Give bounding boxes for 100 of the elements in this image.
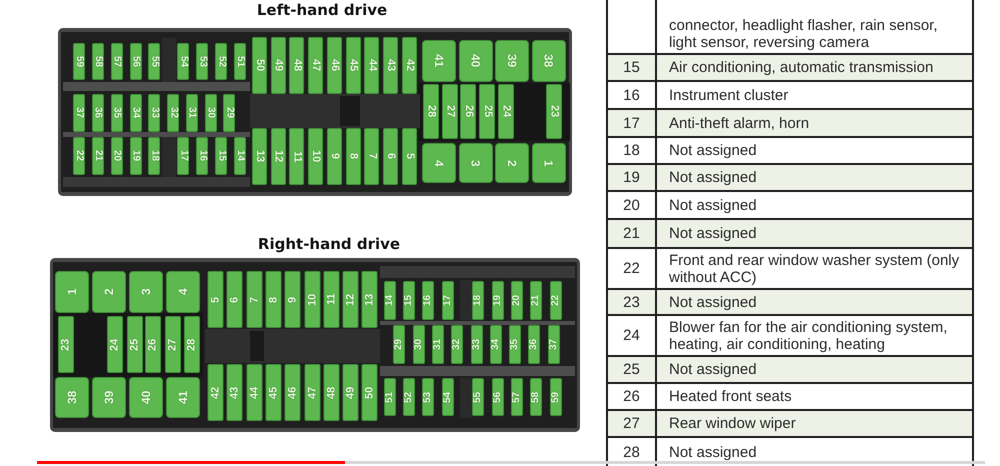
fuse: 39 bbox=[92, 377, 126, 418]
fuse-function: Front and rear window washer system (only without ACC) bbox=[657, 249, 972, 288]
fuse: 36 bbox=[92, 94, 104, 132]
fuse-number: 16 bbox=[608, 82, 655, 108]
fuse: 1 bbox=[55, 271, 89, 313]
fuse: 35 bbox=[110, 94, 123, 132]
fuse-function: Not assigned bbox=[657, 357, 972, 382]
fuse: 3 bbox=[129, 271, 163, 313]
fuse: 55 bbox=[472, 378, 484, 416]
fuse-number: 23 bbox=[608, 290, 655, 314]
fuse: 54 bbox=[442, 378, 454, 416]
fuse: 49 bbox=[343, 364, 359, 421]
fuse: 38 bbox=[55, 377, 89, 418]
fuse: 24 bbox=[498, 84, 514, 139]
fuse: 21 bbox=[92, 137, 104, 175]
fuse: 34 bbox=[130, 94, 142, 132]
section-heading: Left-hand drive bbox=[256, 2, 388, 19]
fuse-function: Not assigned bbox=[657, 192, 972, 218]
fuse: 9 bbox=[326, 128, 342, 185]
fuse: 8 bbox=[346, 128, 361, 185]
fuse: 28 bbox=[184, 316, 200, 373]
fuse: 11 bbox=[324, 271, 340, 328]
fuse: 29 bbox=[393, 325, 406, 364]
fuse: 23 bbox=[58, 316, 74, 373]
fuse-function: Heated front seats bbox=[657, 384, 972, 409]
fuse: 13 bbox=[362, 271, 378, 328]
fuse: 46 bbox=[326, 37, 342, 94]
fuse-function: Instrument cluster bbox=[657, 82, 972, 108]
fuse: 45 bbox=[346, 37, 361, 94]
fuse: 15 bbox=[403, 281, 416, 320]
fuse: 8 bbox=[266, 271, 282, 328]
fuse: 43 bbox=[383, 37, 398, 94]
fuse: 19 bbox=[130, 137, 142, 175]
fuse: 32 bbox=[167, 94, 180, 132]
fuse: 11 bbox=[289, 128, 304, 185]
fuse: 22 bbox=[73, 137, 85, 175]
fuse: 40 bbox=[129, 377, 163, 418]
fuse: 3 bbox=[458, 143, 492, 183]
fuse-number: 22 bbox=[608, 249, 655, 288]
section-heading: Right-hand drive bbox=[258, 236, 400, 253]
fuse: 36 bbox=[528, 325, 540, 364]
fuse-function: Not assigned bbox=[657, 138, 972, 163]
fuse: 44 bbox=[364, 37, 380, 94]
fuse: 51 bbox=[234, 43, 246, 80]
fuse: 31 bbox=[186, 94, 198, 132]
fuse: 53 bbox=[196, 43, 208, 80]
fuse: 13 bbox=[252, 128, 267, 185]
fuse: 18 bbox=[148, 137, 160, 175]
fuse: 16 bbox=[422, 281, 434, 320]
fuse: 2 bbox=[92, 271, 126, 313]
fuse: 14 bbox=[384, 281, 396, 320]
fuse: 33 bbox=[148, 94, 160, 132]
fuse-number: 26 bbox=[608, 384, 655, 409]
fuse-function: Anti-theft alarm, horn bbox=[657, 110, 972, 136]
fuse-number: 18 bbox=[608, 138, 655, 163]
fuse: 55 bbox=[148, 43, 160, 80]
fuse: 53 bbox=[422, 378, 434, 416]
fuse: 37 bbox=[548, 325, 560, 364]
fuse: 39 bbox=[495, 40, 529, 82]
fuse: 10 bbox=[308, 128, 324, 185]
fuse: 57 bbox=[110, 43, 123, 80]
fuse-number: 24 bbox=[608, 316, 655, 355]
fuse: 10 bbox=[304, 271, 320, 328]
fuse: 7 bbox=[246, 271, 262, 328]
fuse-number: 20 bbox=[608, 192, 655, 218]
fuse: 4 bbox=[166, 271, 200, 313]
fuse: 26 bbox=[460, 84, 476, 139]
fuse-function: Rear window wiper bbox=[657, 411, 972, 436]
fuse: 59 bbox=[550, 378, 562, 416]
fuse: 12 bbox=[270, 128, 286, 185]
fuse-number: 17 bbox=[608, 110, 655, 136]
fuse: 48 bbox=[289, 37, 304, 94]
fuse-number: 15 bbox=[608, 55, 655, 80]
fuse: 47 bbox=[304, 364, 320, 421]
fuse: 25 bbox=[479, 84, 496, 139]
fuse: 27 bbox=[442, 84, 458, 139]
fuse: 38 bbox=[532, 40, 566, 82]
fuse: 58 bbox=[530, 378, 542, 416]
fuse: 46 bbox=[285, 364, 301, 421]
fuse: 52 bbox=[403, 378, 416, 416]
fuse: 17 bbox=[442, 281, 454, 320]
fuse: 2 bbox=[495, 143, 529, 183]
fuse: 9 bbox=[285, 271, 301, 328]
fuse-function: Air conditioning, automatic transmission bbox=[657, 55, 972, 80]
fuse: 19 bbox=[492, 281, 504, 320]
fuse: 44 bbox=[246, 364, 262, 421]
fuse: 52 bbox=[215, 43, 228, 80]
fuse: 4 bbox=[422, 143, 456, 183]
fuse: 58 bbox=[92, 43, 104, 80]
fuse: 25 bbox=[126, 316, 142, 373]
fuse: 31 bbox=[432, 325, 444, 364]
fuse: 16 bbox=[196, 137, 208, 175]
fuse: 35 bbox=[509, 325, 522, 364]
fuse: 48 bbox=[324, 364, 340, 421]
fuse: 49 bbox=[270, 37, 286, 94]
fuse: 21 bbox=[530, 281, 542, 320]
fuse: 42 bbox=[208, 364, 224, 421]
fuse: 22 bbox=[550, 281, 562, 320]
fuse: 50 bbox=[252, 37, 267, 94]
fuse-number: 21 bbox=[608, 220, 655, 247]
